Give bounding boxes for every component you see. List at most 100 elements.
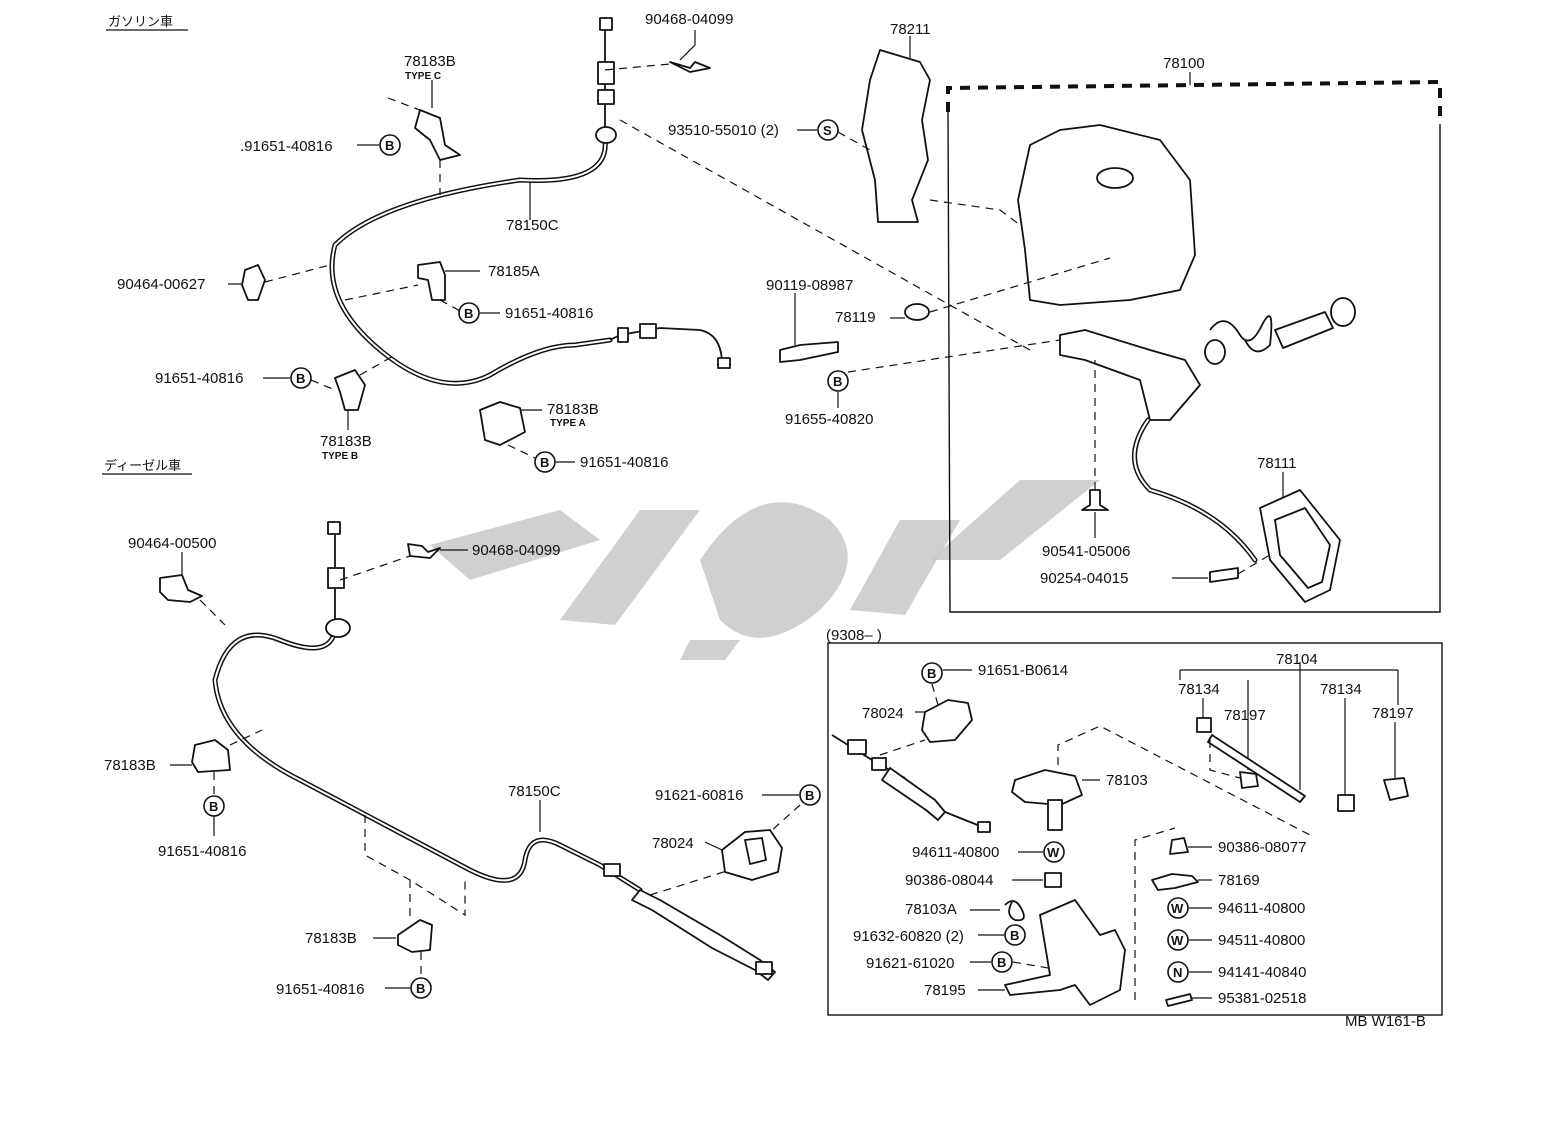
pedal-rod-inner <box>1133 419 1256 561</box>
bushing-right <box>1330 297 1356 327</box>
inset-box <box>827 642 1443 1016</box>
bolt-marker-a <box>379 134 401 156</box>
dash-90468-mid <box>339 555 411 581</box>
bolt-code-b: B <box>464 306 473 321</box>
leader-90468-top <box>679 30 696 61</box>
label-78197-l: 78197 <box>1224 707 1266 724</box>
bolt-code-j: B <box>1010 928 1019 943</box>
dash-78185A-bolt <box>439 299 463 313</box>
label-90386-08044: 90386-08044 <box>905 872 993 889</box>
label-type-b: TYPE B <box>322 451 358 462</box>
bushing-78134-l <box>1196 717 1212 733</box>
label-78100: 78100 <box>1163 55 1205 72</box>
clip-90468-top <box>669 61 711 73</box>
label-78211: 78211 <box>890 21 931 38</box>
pin-90254 <box>1209 567 1239 583</box>
clip-78197-r <box>1383 777 1409 801</box>
label-78183B-d1: 78183B <box>104 757 156 774</box>
watermark-logo <box>430 480 1100 660</box>
bracket-78185A <box>417 261 446 301</box>
bracket-78024-main-slot <box>744 837 767 865</box>
bracket-78183B-c <box>414 109 461 161</box>
bolt-code-d: B <box>540 455 549 470</box>
bracket-78024-inset <box>921 699 973 743</box>
pedal-pad-78111 <box>1259 489 1341 603</box>
dash-90468-top <box>604 63 671 71</box>
dash-90254 <box>1237 555 1269 575</box>
label-91655: 91655-40820 <box>785 411 873 428</box>
nut-marker <box>1167 961 1189 983</box>
dash-cable-to-pedal <box>619 119 1031 351</box>
clip-78197-l <box>1239 771 1259 789</box>
shield-78211 <box>861 49 931 223</box>
clip-90464-00500 <box>159 574 203 603</box>
footer-code: MB W161-B <box>1345 1013 1426 1030</box>
screw-code: S <box>823 123 832 138</box>
label-95381: 95381-02518 <box>1218 990 1306 1007</box>
bolt-code-h: B <box>805 788 814 803</box>
shaft-78104 <box>1207 734 1306 803</box>
label-78183B-c: 78183B <box>404 53 456 70</box>
dash-91621-60816 <box>769 804 801 833</box>
leader-78024-main <box>704 841 723 851</box>
lever-78103-shaft <box>1047 799 1063 831</box>
label-78024-inset: 78024 <box>862 705 904 722</box>
dash-91651-c <box>310 379 336 391</box>
label-78169: 78169 <box>1218 872 1260 889</box>
dash-91655 <box>847 339 1061 373</box>
pedal-bracket-hole <box>1096 167 1134 189</box>
label-90468-mid: 90468-04099 <box>472 542 560 559</box>
bolt-code-a: B <box>385 138 394 153</box>
dash-91651-B0614 <box>931 683 939 706</box>
label-78183B-d2: 78183B <box>305 930 357 947</box>
stopper-90541 <box>1081 489 1109 511</box>
assembly-78100-bracket <box>946 79 1442 124</box>
label-78183B-b: 78183B <box>320 433 372 450</box>
bolt-marker-i <box>921 662 943 684</box>
label-90468-top: 90468-04099 <box>645 11 733 28</box>
label-78134-l: 78134 <box>1178 681 1220 698</box>
pin-95381 <box>1165 993 1193 1007</box>
dash-78183B-c <box>387 97 426 113</box>
dash-78183B-b <box>359 354 396 376</box>
bolt-90119 <box>779 341 839 363</box>
label-type-a: TYPE A <box>550 418 586 429</box>
label-90464-00500: 90464-00500 <box>128 535 216 552</box>
bracket-78183B-d1 <box>191 739 231 773</box>
dash-78103 <box>1057 725 1311 836</box>
section-gasoline: ガソリン車 <box>108 15 173 30</box>
bracket-78024-main <box>721 829 783 881</box>
cable-78150C-lower <box>212 521 776 981</box>
label-91621-61020: 91621-61020 <box>866 955 954 972</box>
label-93510: 93510-55010 (2) <box>668 122 779 139</box>
label-94511: 94511-40800 <box>1218 932 1305 949</box>
bracket-78195 <box>1004 899 1126 1006</box>
washer-code-r: W <box>1171 901 1184 916</box>
label-78104: 78104 <box>1276 651 1318 668</box>
dash-90464-00627 <box>264 264 331 283</box>
bolt-marker-j <box>1004 924 1026 946</box>
pedal-pad-inner <box>1274 507 1331 589</box>
pedal-bracket <box>1017 124 1196 306</box>
label-90119: 90119-08987 <box>766 277 853 294</box>
label-91651-d: 91651-40816 <box>580 454 668 471</box>
washer-marker-r <box>1167 897 1189 919</box>
bolt-code-e: B <box>833 374 842 389</box>
bolt-code-i: B <box>927 666 936 681</box>
label-94611-r: 94611-40800 <box>1218 900 1305 917</box>
dash-bracket-lower <box>364 815 466 917</box>
pedal-lever-arm <box>1059 329 1201 421</box>
washer-marker-s <box>1167 929 1189 951</box>
section-diesel: ディーゼル車 <box>104 458 181 474</box>
label-78119: 78119 <box>835 309 876 326</box>
label-91632: 91632-60820 (2) <box>853 928 964 945</box>
bracket-78183B-b <box>334 369 366 411</box>
label-78150C-top: 78150C <box>506 217 559 234</box>
dash-78195 <box>1134 827 1176 1000</box>
label-78195: 78195 <box>924 982 966 999</box>
label-type-c: TYPE C <box>405 71 441 82</box>
inset-label: (9308– ) <box>826 627 882 644</box>
bolt-code-k: B <box>997 955 1006 970</box>
bolt-marker-g <box>410 977 432 999</box>
